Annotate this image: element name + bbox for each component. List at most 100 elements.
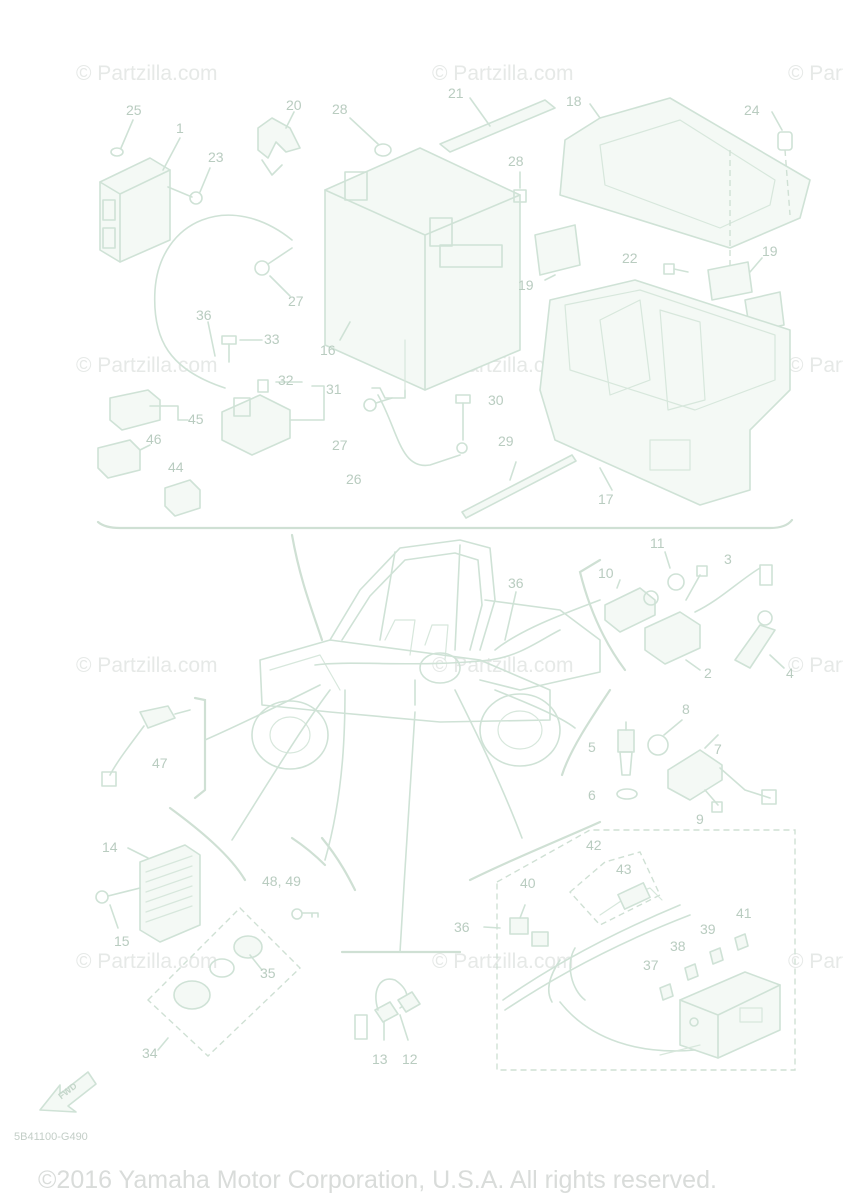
callout-12: 12 [402, 1051, 418, 1067]
callout-28b: 28 [508, 153, 524, 169]
callout-33: 33 [264, 331, 280, 347]
callout-38: 38 [670, 938, 686, 954]
callout-29: 29 [498, 433, 514, 449]
part-main-switch-34 [146, 907, 302, 1057]
callout-5: 5 [588, 739, 596, 755]
diagram-code: 5B41100-G490 [14, 1131, 88, 1143]
part-plug-cap-4 [734, 610, 785, 669]
callout-46: 46 [146, 431, 162, 447]
callout-31: 31 [326, 381, 342, 397]
part-bolt-23 [167, 167, 211, 205]
part-relay-40 [509, 904, 529, 935]
part-battery-16 [324, 147, 521, 391]
callout-26: 26 [346, 471, 362, 487]
section-arcs [168, 533, 627, 954]
part-44 [164, 479, 201, 517]
part-fuse-box [559, 971, 781, 1059]
callout-47: 47 [152, 755, 168, 771]
part-strap-21 [439, 97, 556, 153]
part-fuse-41 [734, 933, 749, 951]
part-coil-2 [644, 564, 773, 671]
callout-27b: 27 [332, 437, 348, 453]
part-fuse-39 [709, 947, 724, 965]
callout-32: 32 [278, 372, 294, 388]
callout-20: 20 [286, 97, 302, 113]
callout-15: 15 [114, 933, 130, 949]
callout-labels: 1 2 3 4 5 6 7 8 9 10 11 12 13 14 15 16 1… [102, 85, 794, 1067]
vehicle-outline [251, 539, 601, 770]
callout-1: 1 [176, 120, 184, 136]
watermark: © Partzilla.com [432, 62, 574, 85]
part-harness-42 [502, 882, 691, 1011]
part-bolt-3 [685, 565, 708, 601]
callout-45: 45 [188, 411, 204, 427]
part-cap-28b [513, 171, 527, 203]
part-bolt-15 [95, 887, 141, 929]
callout-14: 14 [102, 839, 118, 855]
part-relay-45 [109, 389, 189, 431]
copyright-notice: ©2016 Yamaha Motor Corporation, U.S.A. A… [38, 1166, 717, 1194]
callout-25: 25 [126, 102, 142, 118]
part-oring-11 [664, 551, 685, 591]
part-bolt-9 [704, 789, 723, 813]
callout-16: 16 [320, 342, 336, 358]
part-bolt-22 [663, 263, 689, 275]
callout-6: 6 [588, 787, 596, 803]
part-bolt-27 [254, 247, 293, 297]
watermark: © Partzilla.com [788, 354, 843, 377]
watermark: © Partzilla.com [788, 654, 843, 677]
callout-9: 9 [696, 811, 704, 827]
wire-harness [153, 214, 293, 389]
watermark: © Partzilla.com [76, 354, 218, 377]
callout-7: 7 [714, 741, 722, 757]
callout-19a: 19 [518, 277, 534, 293]
callout-8: 8 [682, 701, 690, 717]
callout-18: 18 [566, 93, 582, 109]
callout-42: 42 [586, 837, 602, 853]
callout-43: 43 [616, 861, 632, 877]
watermark: © Partzilla.com [76, 654, 218, 677]
part-sensor-12 [354, 978, 421, 1041]
callout-21: 21 [448, 85, 464, 101]
part-cover-18 [559, 97, 811, 275]
part-battery-box-17 [539, 279, 791, 506]
watermark: © Partzilla.com [76, 62, 218, 85]
vehicle-leaders [204, 591, 601, 953]
part-sensor-47 [101, 705, 191, 787]
part-clip-24 [771, 111, 793, 216]
callout-28a: 28 [332, 101, 348, 117]
part-pad-19 [534, 224, 581, 281]
callout-41: 41 [736, 905, 752, 921]
part-pad-19b [707, 257, 785, 333]
watermark: © Partzilla.com [788, 950, 843, 973]
part-fuse-37 [659, 983, 674, 1001]
callout-3: 3 [724, 551, 732, 567]
fwd-arrow: FWD [39, 1071, 97, 1113]
watermark: © Partzilla.com [432, 950, 574, 973]
part-relay-40b [531, 931, 549, 947]
part-bolt-33 [221, 335, 263, 363]
callout-4: 4 [786, 665, 794, 681]
callout-40: 40 [520, 875, 536, 891]
callout-11: 11 [650, 535, 665, 551]
part-bolt-30 [455, 394, 471, 441]
callout-36a: 36 [196, 307, 212, 323]
part-46 [97, 439, 151, 479]
callout-34: 34 [142, 1045, 158, 1061]
watermark: © Partzilla.com [432, 654, 574, 677]
callout-10: 10 [598, 565, 614, 581]
watermark: © Partzilla.com [788, 62, 843, 85]
part-cap-28 [349, 117, 392, 157]
callout-48-49: 48, 49 [262, 873, 301, 889]
watermark: © Partzilla.com [76, 950, 218, 973]
callout-24: 24 [744, 102, 760, 118]
callout-35: 35 [260, 965, 276, 981]
callout-27a: 27 [288, 293, 304, 309]
part-sensor-10 [604, 579, 659, 633]
callout-44: 44 [168, 459, 184, 475]
part-grommet-25 [110, 119, 134, 157]
part-fuse-38 [684, 963, 699, 981]
part-regulator-14 [127, 844, 201, 943]
callout-37: 37 [643, 957, 659, 973]
